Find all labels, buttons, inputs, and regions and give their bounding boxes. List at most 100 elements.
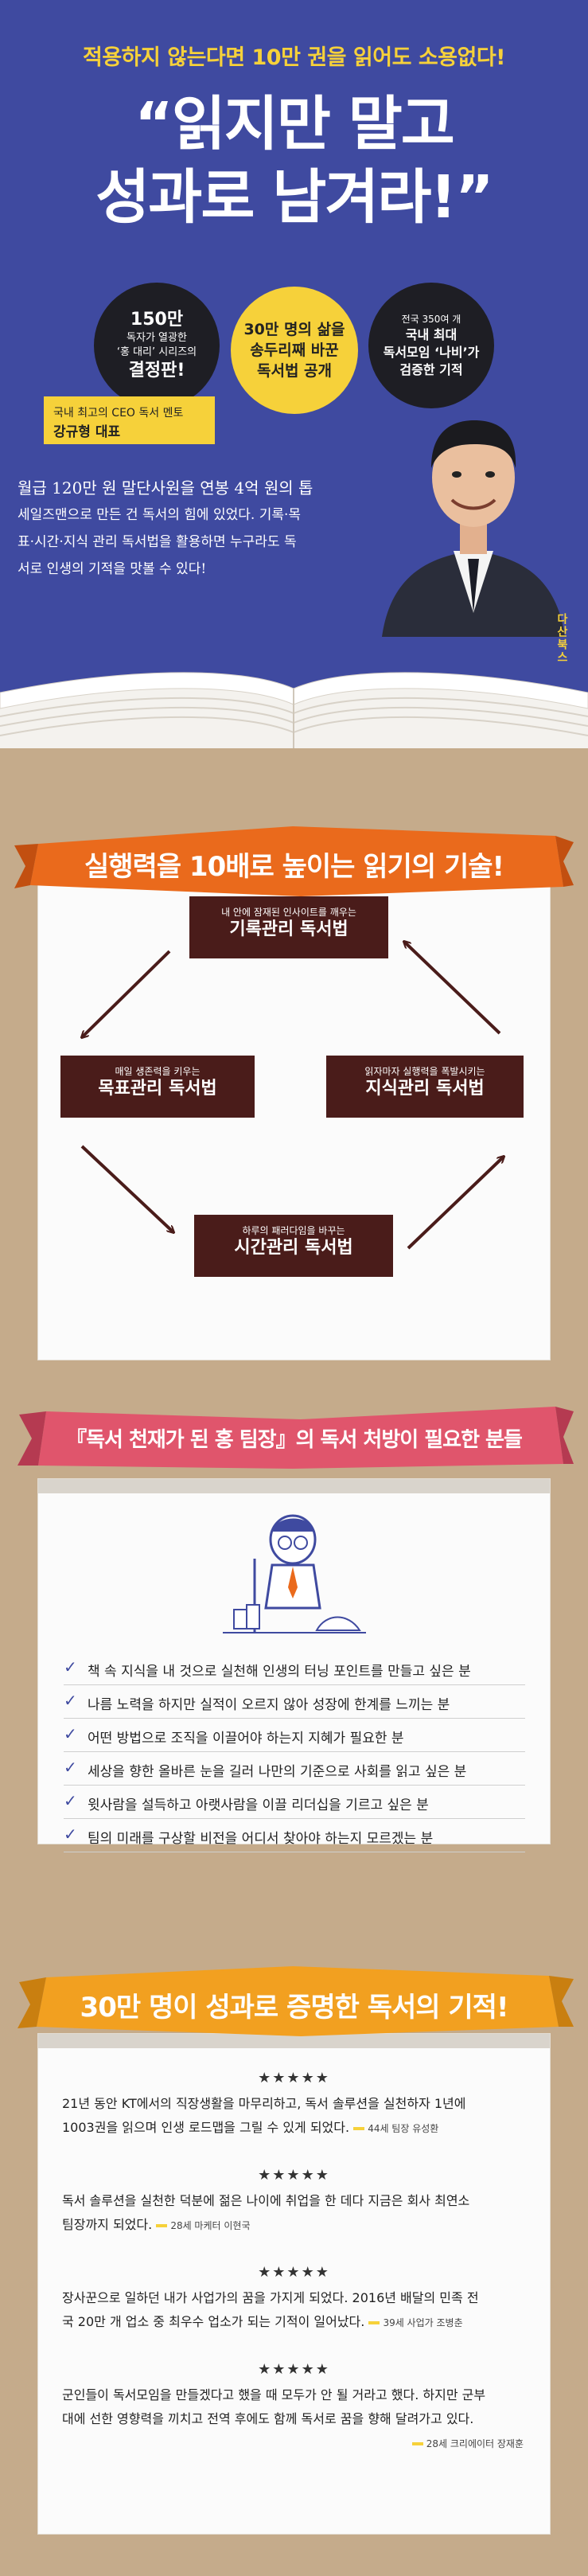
review-text-line: 1003권을 읽으며 인생 로드맵을 그릴 수 있게 되었다. bbox=[62, 2120, 350, 2135]
review-text: 독서 솔루션을 실천한 덕분에 젊은 나이에 취업을 한 데다 지금은 회사 최… bbox=[62, 2193, 470, 2208]
list-item-text: 세상을 향한 올바른 눈을 길러 나만의 기준으로 사회를 읽고 싶은 분 bbox=[88, 1764, 467, 1780]
arrow-left-to-bottom bbox=[80, 1145, 173, 1232]
box-main: 시간관리 독서법 bbox=[234, 1238, 353, 1258]
review-text-line: 팀장까지 되었다. bbox=[62, 2217, 153, 2232]
badge-club-line: 검증한 기적 bbox=[399, 361, 463, 377]
list-item-text: 팀의 미래를 구상할 비전을 어디서 찾아야 하는지 모르겠는 분 bbox=[88, 1831, 434, 1847]
check-icon: ✓ bbox=[64, 1758, 77, 1777]
badge-readers-line: 결정판! bbox=[128, 361, 185, 381]
reviewer-name: 39세 사업가 조병춘 bbox=[383, 2317, 463, 2328]
reviewer-name: 44세 팀장 유성환 bbox=[368, 2123, 439, 2134]
section1-heading: 실행력을 10배로 높이는 읽기의 기술! bbox=[84, 851, 504, 883]
check-icon: ✓ bbox=[64, 1825, 77, 1844]
badge-readers-line: 150만 bbox=[130, 310, 184, 330]
hero-desc-line: 세일즈맨으로 만든 건 독서의 힘에 있었다. 기록·목 bbox=[18, 507, 302, 523]
review-item: 독서 솔루션을 실천한 덕분에 젊은 나이에 취업을 한 데다 지금은 회사 최… bbox=[62, 2189, 524, 2238]
check-icon: ✓ bbox=[64, 1791, 77, 1810]
review-text: 21년 동안 KT에서의 직장생활을 마무리하고, 독서 솔루션을 실천하자 1… bbox=[62, 2096, 466, 2111]
hero-title-line1: “읽지만 말고 bbox=[134, 90, 455, 158]
target-readers-card bbox=[38, 1479, 550, 1844]
review-text: 장사꾼으로 일하던 내가 사업가의 꿈을 가지게 되었다. 2016년 배달의 … bbox=[62, 2290, 479, 2305]
box-sub: 매일 생존력을 키우는 bbox=[115, 1066, 201, 1077]
box-goal-reading: 매일 생존력을 키우는 목표관리 독서법 bbox=[60, 1056, 255, 1118]
testimonials-card bbox=[38, 2034, 550, 2534]
hero-tagline: 적용하지 않는다면 10만 권을 읽어도 소용없다! bbox=[82, 45, 506, 70]
list-item-text: 책 속 지식을 내 것으로 실천해 인생의 터닝 포인트를 만들고 싶은 분 bbox=[88, 1664, 471, 1680]
rating-stars: ★★★★★ bbox=[258, 2070, 330, 2086]
review-item: 군인들이 독서모임을 만들겠다고 했을 때 모두가 안 될 거라고 했다. 하지… bbox=[62, 2383, 524, 2456]
review-text: 1003권을 읽으며 인생 로드맵을 그릴 수 있게 되었다. 44세 팀장 유… bbox=[62, 2116, 524, 2141]
author-role: 국내 최고의 CEO 독서 멘토 bbox=[53, 407, 184, 420]
list-item-text: 나름 노력을 하지만 실적이 오르지 않아 성장에 한계를 느끼는 분 bbox=[88, 1697, 450, 1713]
badge-readers-line: 독자가 열광한 bbox=[127, 332, 187, 344]
rating-stars: ★★★★★ bbox=[258, 2264, 330, 2281]
author-label: 국내 최고의 CEO 독서 멘토 강규형 대표 bbox=[44, 396, 215, 444]
review-item: 21년 동안 KT에서의 직장생활을 마무리하고, 독서 솔루션을 실천하자 1… bbox=[62, 2092, 524, 2141]
badge-club-line: 국내 최대 bbox=[405, 326, 458, 342]
list-item-text: 어떤 방법으로 조직을 이끌어야 하는지 지혜가 필요한 분 bbox=[88, 1731, 404, 1747]
box-record-reading: 내 안에 잠재된 인사이트를 깨우는 기록관리 독서법 bbox=[189, 896, 388, 958]
review-text: 국 20만 개 업소 중 최우수 업소가 되는 기적이 일어났다. 39세 사업… bbox=[62, 2310, 524, 2335]
hero-section: 적용하지 않는다면 10만 권을 읽어도 소용없다! “읽지만 말고 성과로 남… bbox=[0, 0, 588, 748]
review-item: 장사꾼으로 일하던 내가 사업가의 꿈을 가지게 되었다. 2016년 배달의 … bbox=[62, 2286, 524, 2335]
arrow-top-to-left bbox=[82, 950, 171, 1037]
box-time-reading: 하루의 패러다임을 바꾸는 시간관리 독서법 bbox=[194, 1215, 393, 1277]
open-book-illustration bbox=[0, 672, 588, 748]
reviewer-name: 28세 크리에이터 장재훈 bbox=[426, 2438, 524, 2449]
box-main: 기록관리 독서법 bbox=[229, 919, 349, 939]
review-text: 팀장까지 되었다. 28세 마케터 이현국 bbox=[62, 2213, 524, 2238]
ribbon-orange bbox=[14, 826, 574, 896]
reviewer-dash bbox=[368, 2320, 380, 2324]
review-text: 대에 선한 영향력을 끼치고 전역 후에도 함께 독서로 꿈을 향해 달려가고 … bbox=[62, 2411, 474, 2426]
review-text: 군인들이 독서모임을 만들겠다고 했을 때 모두가 안 될 거라고 했다. 하지… bbox=[62, 2387, 486, 2402]
hero-title: “읽지만 말고 성과로 남겨라!” bbox=[0, 88, 588, 234]
list-item: ✓ 윗사람을 설득하고 아랫사람을 이끌 리더십을 기르고 싶은 분 bbox=[64, 1785, 525, 1819]
box-main: 목표관리 독서법 bbox=[98, 1079, 217, 1099]
ribbon-pink bbox=[18, 1407, 574, 1469]
check-icon: ✓ bbox=[64, 1657, 77, 1676]
badge-lives: 30만 명의 삶을 송두리째 바꾼 독서법 공개 bbox=[231, 287, 358, 414]
illustration-reading-man bbox=[223, 1514, 366, 1633]
badge-club-line: 전국 350여 개 bbox=[401, 313, 461, 325]
hero-desc-line: 서로 인생의 기적을 맛볼 수 있다! bbox=[18, 561, 207, 577]
review-attribution: 28세 크리에이터 장재훈 bbox=[62, 2431, 524, 2456]
list-item: ✓ 책 속 지식을 내 것으로 실천해 인생의 터닝 포인트를 만들고 싶은 분 bbox=[64, 1651, 525, 1685]
badge-readers-line: ‘홍 대리’ 시리즈의 bbox=[116, 346, 197, 358]
badge-lives-line: 독서법 공개 bbox=[256, 362, 332, 380]
publisher-logo: 다산북스 bbox=[555, 613, 568, 664]
box-sub: 내 안에 잠재된 인사이트를 깨우는 bbox=[221, 907, 356, 918]
box-main: 지식관리 독서법 bbox=[365, 1079, 485, 1099]
rating-stars: ★★★★★ bbox=[258, 2361, 330, 2378]
rating-stars: ★★★★★ bbox=[258, 2167, 330, 2184]
hero-desc-line: 월급 120만 원 말단사원을 연봉 4억 원의 톱 bbox=[18, 478, 313, 498]
badge-readers: 150만 독자가 열광한 ‘홍 대리’ 시리즈의 결정판! bbox=[94, 283, 220, 408]
ribbon-gold bbox=[18, 1966, 574, 2036]
badge-club-line: 독서모임 ‘나비’가 bbox=[383, 344, 480, 360]
badge-lives-line: 30만 명의 삶을 bbox=[243, 321, 345, 338]
hero-desc-line: 표·시간·지식 관리 독서법을 활용하면 누구라도 독 bbox=[18, 534, 297, 550]
badge-lives-line: 송두리째 바꾼 bbox=[250, 342, 339, 359]
box-knowledge-reading: 읽자마자 실행력을 폭발시키는 지식관리 독서법 bbox=[326, 1056, 524, 1118]
review-text-line: 국 20만 개 업소 중 최우수 업소가 되는 기적이 일어났다. bbox=[62, 2314, 365, 2329]
hero-description: 월급 120만 원 말단사원을 연봉 4억 원의 톱 세일즈맨으로 만든 건 독… bbox=[18, 474, 435, 583]
section2-heading: 『독서 천재가 된 홍 팀장』의 독서 처방이 필요한 분들 bbox=[66, 1428, 523, 1452]
hero-title-line2: 성과로 남겨라!” bbox=[95, 163, 494, 232]
section3-heading: 30만 명이 성과로 증명한 독서의 기적! bbox=[80, 1992, 509, 2024]
reading-skills-card: 내 안에 잠재된 인사이트를 깨우는 기록관리 독서법 매일 생존력을 키우는 … bbox=[38, 860, 550, 1360]
badge-club: 전국 350여 개 국내 최대 독서모임 ‘나비’가 검증한 기적 bbox=[368, 283, 494, 408]
box-sub: 읽자마자 실행력을 폭발시키는 bbox=[364, 1066, 485, 1077]
list-item: ✓ 나름 노력을 하지만 실적이 오르지 않아 성장에 한계를 느끼는 분 bbox=[64, 1684, 525, 1719]
reviewer-name: 28세 마케터 이현국 bbox=[170, 2220, 251, 2231]
list-item: ✓ 어떤 방법으로 조직을 이끌어야 하는지 지혜가 필요한 분 bbox=[64, 1718, 525, 1752]
list-item: ✓ 세상을 향한 올바른 눈을 길러 나만의 기준으로 사회를 읽고 싶은 분 bbox=[64, 1751, 525, 1786]
box-sub: 하루의 패러다임을 바꾸는 bbox=[242, 1225, 345, 1236]
check-icon: ✓ bbox=[64, 1691, 77, 1710]
reviewer-dash bbox=[353, 2126, 365, 2130]
author-photo bbox=[382, 420, 565, 637]
reviewer-dash bbox=[156, 2223, 168, 2227]
reading-cycle-arrows bbox=[38, 874, 550, 1250]
check-icon: ✓ bbox=[64, 1724, 77, 1743]
arrow-bottom-to-right bbox=[407, 1157, 504, 1250]
reviewer-dash bbox=[411, 2441, 423, 2445]
